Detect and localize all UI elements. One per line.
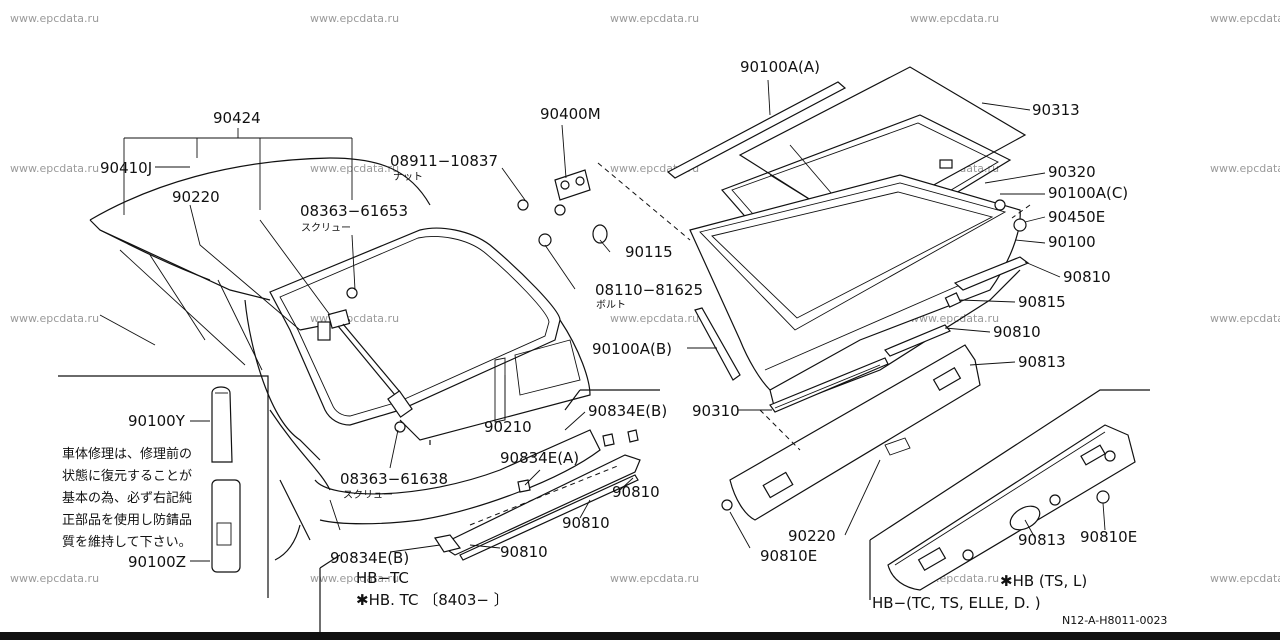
note-line: 質を維持して下さい。: [62, 535, 192, 550]
part-label: 90834E(A): [500, 449, 579, 467]
watermark: www.epcdata.ru: [1210, 312, 1280, 325]
part-label-note: ナット: [393, 171, 423, 183]
part-label: 90450E: [1048, 208, 1105, 226]
part-label: 90100Y: [128, 412, 186, 430]
watermark: www.epcdata.ru: [1210, 12, 1280, 25]
rear-garnish-set-right: [869, 389, 1150, 600]
note-line: 正部品を使用し防錆品: [62, 512, 192, 528]
part-label-note: ボルト: [596, 299, 626, 311]
watermark: www.epcdata.ru: [10, 12, 99, 25]
part-label: 90115: [625, 243, 673, 261]
part-label: 90810: [993, 323, 1041, 341]
leader-lines: [123, 79, 1106, 562]
part-label: 90810E: [1080, 528, 1137, 546]
part-label: 90220: [172, 188, 220, 206]
part-label: 08110−81625: [595, 281, 703, 299]
watermark: www.epcdata.ru: [910, 312, 999, 325]
part-label: 90320: [1048, 163, 1096, 181]
part-label: 90834E(B): [330, 549, 409, 567]
watermark: www.epcdata.ru: [310, 162, 399, 175]
sealant-note-box: [58, 375, 269, 598]
part-labels: 90424 90410J 90220 08363−61653 スクリュー 904…: [100, 58, 1137, 571]
part-label: 08363−61638: [340, 470, 448, 488]
variant-caption: HB−(TC, TS, ELLE, D. ): [872, 594, 1041, 612]
car-body-drawing: [89, 157, 601, 561]
tailgate-parts-drawing: [517, 66, 1031, 521]
part-label: 90220: [788, 527, 836, 545]
part-label: 90834E(B): [588, 402, 667, 420]
part-label: 90815: [1018, 293, 1066, 311]
variant-caption: ✱HB (TS, L): [1000, 572, 1087, 590]
watermark: www.epcdata.ru: [1210, 162, 1280, 175]
watermark: www.epcdata.ru: [610, 572, 699, 585]
watermark: www.epcdata.ru: [910, 12, 999, 25]
part-label: 90100Z: [128, 553, 186, 571]
part-label: 90313: [1032, 101, 1080, 119]
reference-code: N12-A-H8011-0023: [1062, 614, 1167, 627]
part-label: 90100A(A): [740, 58, 820, 76]
part-label: 90310: [692, 402, 740, 420]
part-label: 90813: [1018, 353, 1066, 371]
watermark: www.epcdata.ru: [610, 312, 699, 325]
variant-captions: HB−TC ✱HB. TC 〔8403− 〕 ✱HB (TS, L) HB−(T…: [356, 569, 1087, 612]
part-label: 90810: [612, 483, 660, 501]
part-label: 90810: [500, 543, 548, 561]
note-line: 状態に復元することが: [62, 468, 192, 484]
part-label: 90424: [213, 109, 261, 127]
watermark: www.epcdata.ru: [1210, 572, 1280, 585]
note-line: 基本の為、必ず右記純: [62, 490, 192, 506]
part-label: 90100A(C): [1048, 184, 1128, 202]
part-label: 08911−10837: [390, 152, 498, 170]
watermark: www.epcdata.ru: [310, 12, 399, 25]
repair-note: 車体修理は、修理前の 状態に復元することが 基本の為、必ず右記純 正部品を使用し…: [62, 446, 192, 550]
part-label: 90810: [562, 514, 610, 532]
part-label: 90100A(B): [592, 340, 672, 358]
watermark: www.epcdata.ru: [10, 572, 99, 585]
watermark: www.epcdata.ru: [10, 162, 99, 175]
part-label: 08363−61653: [300, 202, 408, 220]
part-label: 90400M: [540, 105, 601, 123]
part-label-note: スクリュー: [301, 222, 351, 234]
watermark: www.epcdata.ru: [10, 312, 99, 325]
bottom-rule: [0, 632, 1280, 640]
watermark: www.epcdata.ru: [610, 12, 699, 25]
part-label: 90100: [1048, 233, 1096, 251]
part-label: 90810: [1063, 268, 1111, 286]
variant-caption: ✱HB. TC 〔8403− 〕: [356, 591, 509, 609]
part-label: 90810E: [760, 547, 817, 565]
variant-caption: HB−TC: [356, 569, 409, 587]
part-label-note: スクリュー: [343, 489, 393, 501]
part-label: 90410J: [100, 159, 152, 177]
part-label: 90813: [1018, 531, 1066, 549]
watermark: www.epcdata.ru: [310, 572, 399, 585]
part-label: 90210: [484, 418, 532, 436]
note-line: 車体修理は、修理前の: [62, 446, 192, 462]
